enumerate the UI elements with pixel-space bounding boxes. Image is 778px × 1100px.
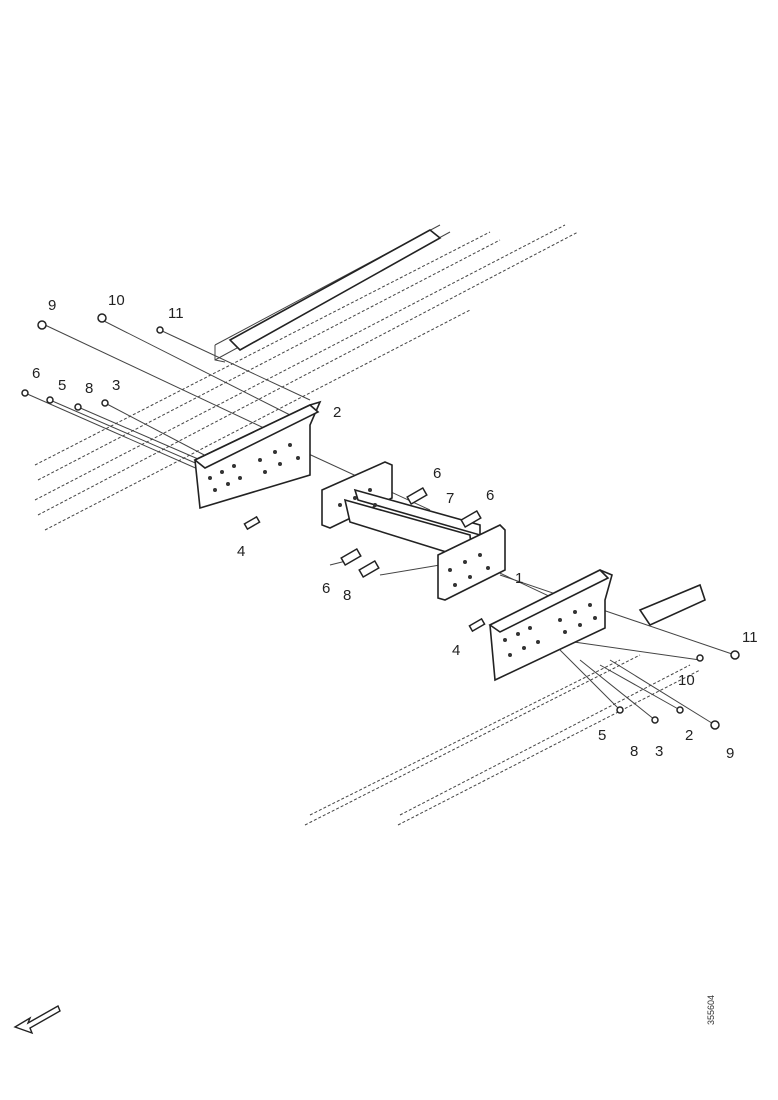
callout-7: 7: [446, 490, 454, 507]
end-plate-bracket-right: [488, 569, 613, 682]
direction-arrow-icon: [13, 1004, 61, 1035]
callout-4-left: 4: [237, 543, 245, 560]
crossmember-center: [321, 461, 506, 601]
callout-10-bottom: 10: [678, 672, 695, 689]
callout-5-top: 5: [58, 377, 66, 394]
rail-bracket-top: [228, 229, 442, 351]
frame-rails-lower: [304, 654, 701, 826]
callout-10-top: 10: [108, 292, 125, 309]
callout-2-bottom: 2: [685, 727, 693, 744]
rail-bracket-right: [638, 583, 706, 627]
end-plate-bracket-left: [193, 400, 322, 510]
callout-4-right: 4: [452, 642, 460, 659]
callout-3-bottom: 3: [655, 743, 663, 760]
callout-5-bottom: 5: [598, 727, 606, 744]
callout-9-bottom: 9: [726, 745, 734, 762]
callout-6-top: 6: [32, 365, 40, 382]
callout-11-bottom: 11: [742, 629, 758, 646]
callouts: 9 10 11 6 5 8 3 2 4 6 7 6 6 8 1 4 11 10 …: [32, 292, 758, 762]
callout-3-top: 3: [112, 377, 120, 394]
callout-8-top: 8: [85, 380, 93, 397]
callout-6-mid-bottom: 6: [322, 580, 330, 597]
callout-11-top: 11: [168, 305, 184, 322]
callout-8-bottom: 8: [630, 743, 638, 760]
callout-1: 1: [515, 570, 523, 587]
drawing-reference-number: 355604: [706, 995, 716, 1025]
callout-9-top: 9: [48, 297, 56, 314]
callout-6-mid-right: 6: [486, 487, 494, 504]
callout-6-mid-top: 6: [433, 465, 441, 482]
fasteners: [21, 313, 740, 730]
callout-2: 2: [333, 404, 341, 421]
callout-8-mid: 8: [343, 587, 351, 604]
